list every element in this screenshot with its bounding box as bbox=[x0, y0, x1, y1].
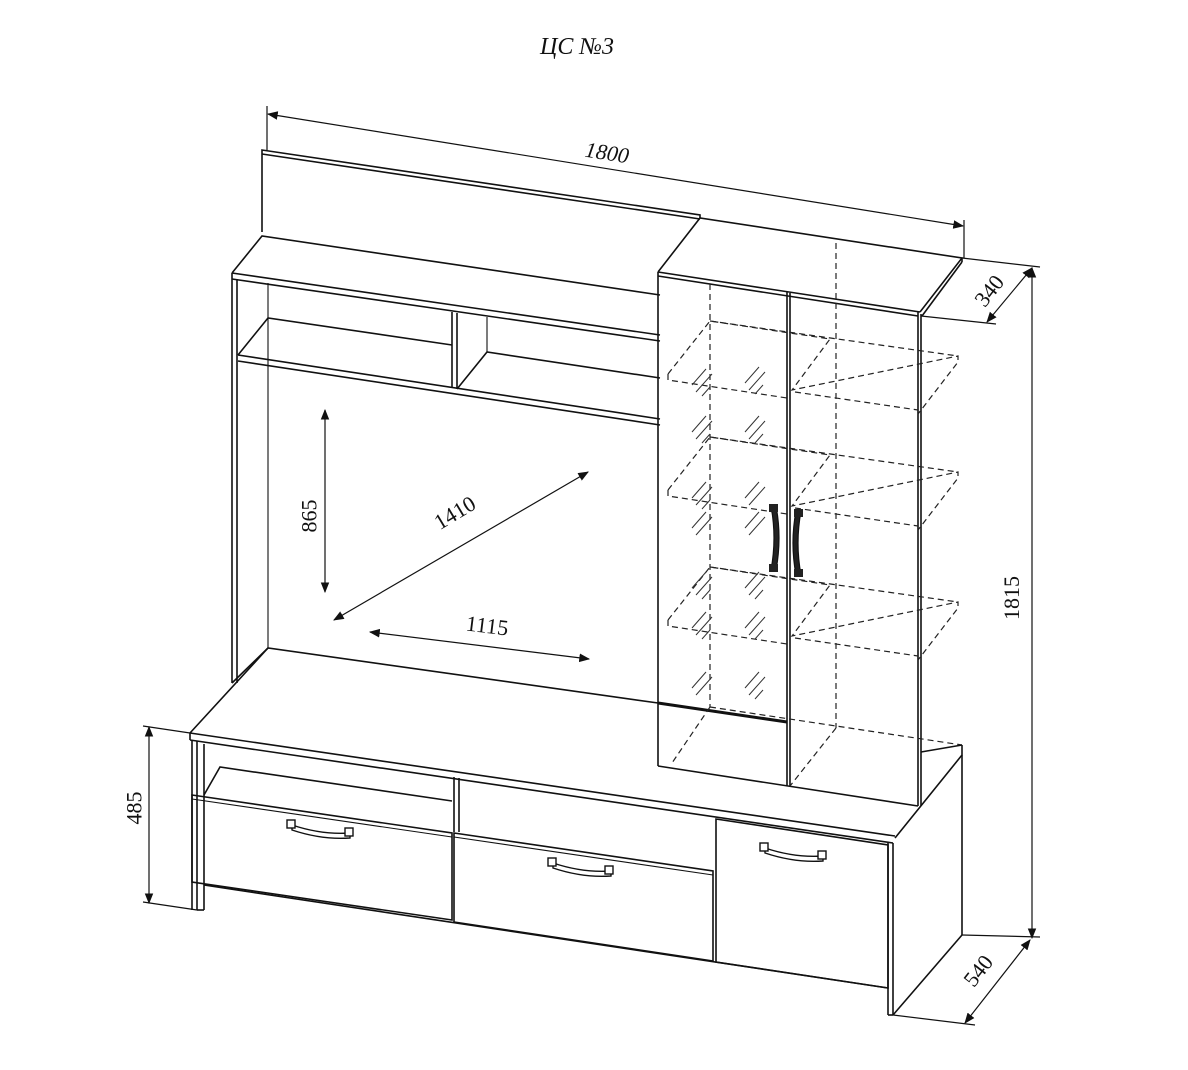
dimension-340 bbox=[920, 257, 1041, 325]
display-cabinet bbox=[657, 217, 964, 807]
drawer-left[interactable] bbox=[191, 794, 453, 921]
dimension-540 bbox=[892, 939, 1031, 1026]
glass-reflection-marks bbox=[691, 366, 766, 700]
dimension-1410 bbox=[333, 471, 589, 621]
cabinet-door-handle-left[interactable] bbox=[769, 504, 780, 572]
label-tv-niche-height: 865 bbox=[296, 499, 322, 533]
label-tv-niche-width: 1115 bbox=[464, 610, 510, 641]
drawer-middle-handle[interactable] bbox=[547, 857, 614, 878]
upper-shelf-unit bbox=[231, 235, 661, 684]
glass-shelf-2 bbox=[667, 436, 959, 531]
dimension-1115 bbox=[368, 628, 591, 663]
back-panel bbox=[261, 149, 701, 232]
glass-shelf-3 bbox=[667, 566, 959, 661]
tv-stand bbox=[189, 647, 963, 1016]
dimension-1815 bbox=[961, 266, 1041, 940]
dimension-1800 bbox=[266, 106, 965, 258]
drawing-title: ЦС №3 bbox=[540, 34, 614, 60]
label-overall-height: 1815 bbox=[999, 576, 1024, 620]
drawer-middle[interactable] bbox=[453, 832, 714, 962]
base-door-handle[interactable] bbox=[759, 842, 827, 863]
base-door-right[interactable] bbox=[715, 818, 889, 989]
drawer-left-handle[interactable] bbox=[286, 819, 354, 840]
cabinet-door-handle-right[interactable] bbox=[792, 509, 803, 577]
dimension-485 bbox=[142, 725, 198, 911]
glass-shelf-1 bbox=[667, 320, 959, 415]
label-base-height: 485 bbox=[121, 791, 147, 825]
